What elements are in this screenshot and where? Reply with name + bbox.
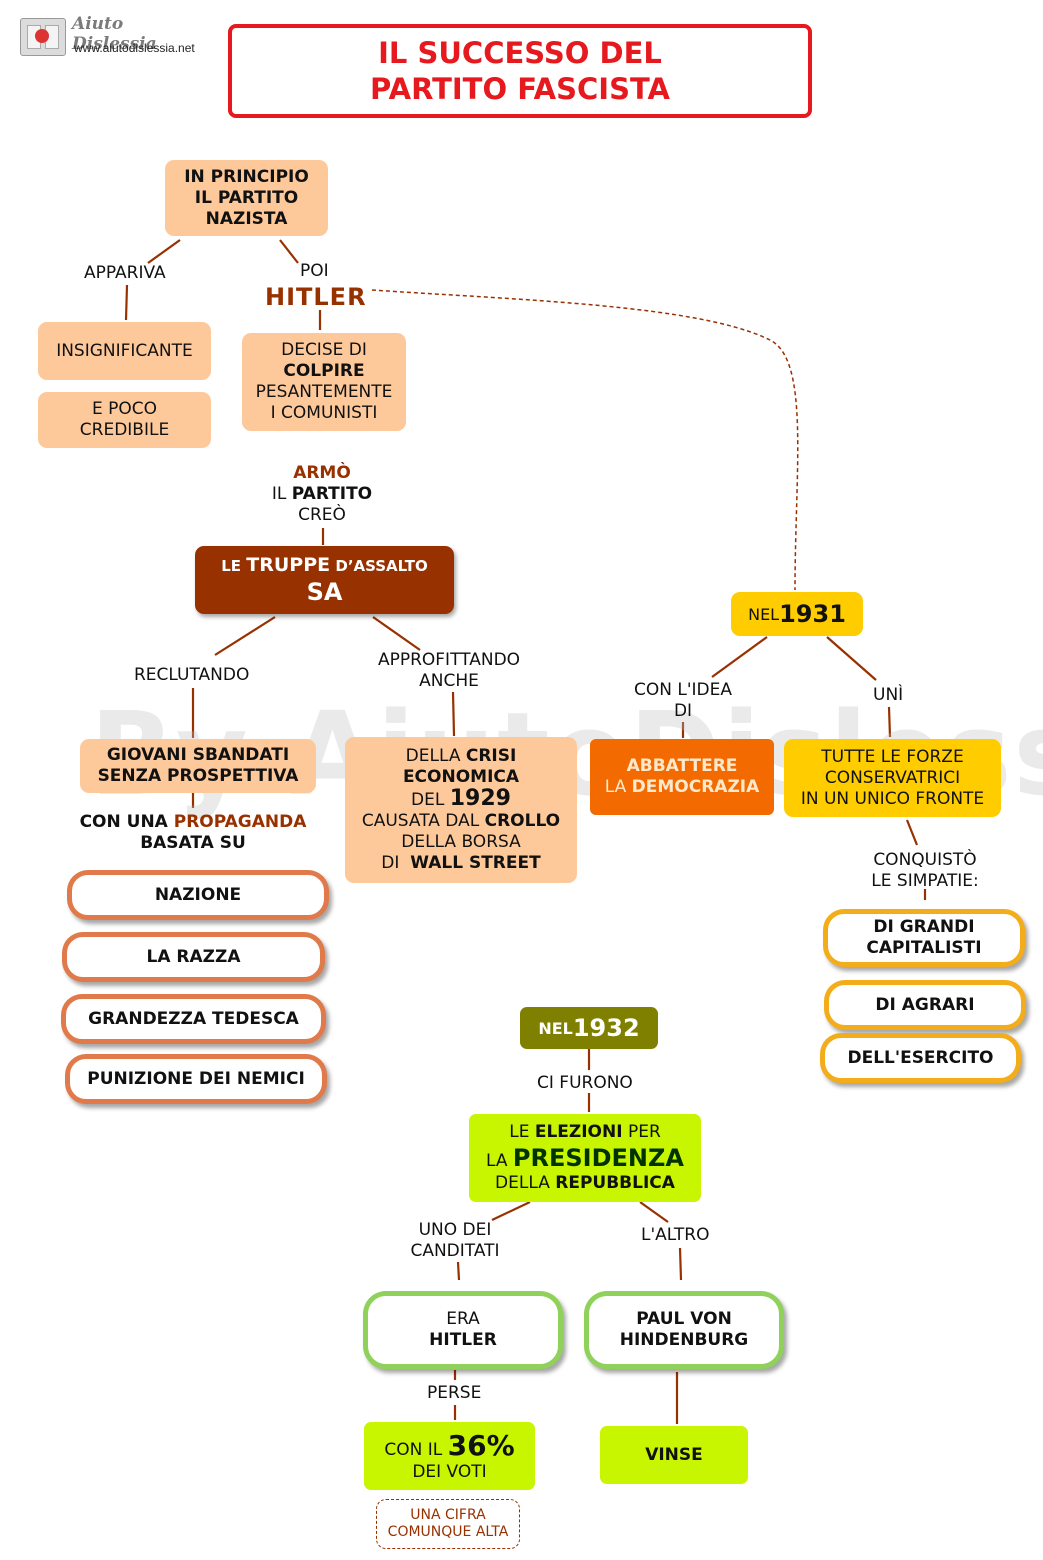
- node-giovani: GIOVANI SBANDATI SENZA PROSPETTIVA: [80, 739, 316, 793]
- node-vinse: VINSE: [600, 1426, 748, 1484]
- node-decise: DECISE DI COLPIRE PESANTEMENTE I COMUNIS…: [242, 333, 406, 431]
- pill-grandi-capitalisti: DI GRANDI CAPITALISTI: [828, 914, 1020, 962]
- label-propaganda: CON UNA PROPAGANDA BASATA SU: [79, 812, 307, 853]
- title-line2: PARTITO FASCISTA: [370, 72, 670, 106]
- node-truppe-sa: LE TRUPPE D’ASSALTO SA: [195, 546, 454, 614]
- node-forze: TUTTE LE FORZE CONSERVATRICI IN UN UNICO…: [784, 739, 1001, 817]
- title-line1: IL SUCCESSO DEL: [378, 36, 662, 70]
- node-in-principio: IN PRINCIPIO IL PARTITO NAZISTA: [165, 160, 328, 236]
- label-hitler: HITLER: [265, 283, 367, 311]
- pill-la-razza: LA RAZZA: [67, 937, 320, 977]
- pill-agrari: DI AGRARI: [829, 985, 1021, 1025]
- pill-nazione: NAZIONE: [72, 875, 324, 915]
- pill-era-hitler: ERA HITLER: [368, 1296, 558, 1364]
- label-uni: UNÌ: [873, 685, 904, 705]
- label-armo: ARMÒ IL PARTITO CREÒ: [271, 463, 373, 525]
- node-nel-1932: NEL 1932: [520, 1007, 658, 1049]
- node-poco-credibile: E POCO CREDIBILE: [38, 392, 211, 448]
- node-insignificante: INSIGNIFICANTE: [38, 322, 211, 380]
- label-uno-dei: UNO DEI CANDITATI: [410, 1220, 500, 1261]
- label-perse: PERSE: [427, 1383, 482, 1403]
- logo-url: www.aiutodislessia.net: [74, 41, 195, 55]
- book-icon: [20, 18, 66, 56]
- pill-grandezza-tedesca: GRANDEZZA TEDESCA: [66, 999, 321, 1039]
- label-approfittando: APPROFITTANDO ANCHE: [377, 650, 521, 691]
- label-reclutando: RECLUTANDO: [134, 665, 250, 685]
- logo-name: Aiuto Dislessia: [72, 14, 157, 54]
- pill-punizione-nemici: PUNIZIONE DEI NEMICI: [70, 1059, 322, 1099]
- node-abbattere: ABBATTERE LA DEMOCRAZIA: [590, 739, 774, 815]
- label-poi: POI: [300, 261, 329, 281]
- label-ci-furono: CI FURONO: [537, 1073, 633, 1093]
- label-altro: L'ALTRO: [641, 1225, 710, 1245]
- node-percent: CON IL 36% DEI VOTI: [364, 1422, 535, 1490]
- label-conquisto: CONQUISTÒ LE SIMPATIE:: [871, 850, 979, 891]
- node-cifra: UNA CIFRA COMUNQUE ALTA: [376, 1499, 520, 1549]
- pill-hindenburg: PAUL VON HINDENBURG: [589, 1296, 779, 1364]
- node-nel-1931: NEL 1931: [731, 592, 863, 636]
- node-crisi: DELLA CRISI ECONOMICA DEL 1929 CAUSATA D…: [345, 737, 577, 883]
- node-elezioni: LE ELEZIONI PER LA PRESIDENZA DELLA REPU…: [469, 1114, 701, 1202]
- logo: Aiuto Dislessia www.aiutodislessia.net: [18, 14, 203, 58]
- pill-esercito: DELL'ESERCITO: [825, 1038, 1016, 1078]
- label-con-idea: CON L'IDEA DI: [634, 680, 732, 721]
- title-box: IL SUCCESSO DEL PARTITO FASCISTA: [228, 24, 812, 118]
- label-appariva: APPARIVA: [84, 263, 166, 283]
